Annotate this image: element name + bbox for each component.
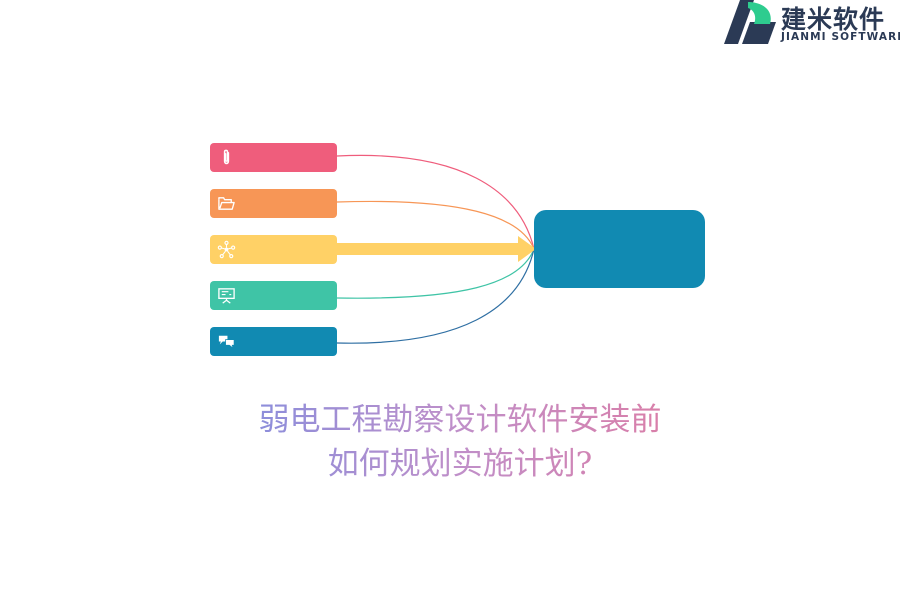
item-bar-1: [210, 143, 337, 172]
presentation-board-icon: [218, 288, 235, 304]
item-bar-5: [210, 327, 337, 356]
arrow-shaft: [337, 243, 520, 255]
jianmi-logo-icon: [724, 0, 776, 44]
paperclip-icon: [223, 149, 230, 165]
brand-logo: 建米软件 JIANMI SOFTWARE: [724, 0, 900, 46]
connector-2: [336, 200, 535, 250]
diagram-title: 弱电工程勘察设计软件安装前 如何规划实施计划?: [200, 398, 720, 486]
item-bar-2: [210, 189, 337, 218]
network-icon: [217, 240, 236, 259]
connector-5: [336, 248, 535, 344]
chat-bubbles-icon: [218, 335, 235, 350]
brand-name-cn: 建米软件: [781, 5, 886, 34]
title-line-2: 如何规划实施计划?: [327, 446, 593, 482]
folder-open-icon: [218, 197, 235, 210]
title-line-1: 弱电工程勘察设计软件安装前: [258, 402, 662, 438]
item-bar-3: [210, 235, 337, 264]
connector-1: [336, 154, 535, 250]
arrow-head: [518, 236, 536, 262]
connector-4: [336, 248, 535, 299]
target-box: [534, 210, 705, 288]
brand-name-en: JIANMI SOFTWARE: [781, 31, 900, 43]
item-bar-4: [210, 281, 337, 310]
